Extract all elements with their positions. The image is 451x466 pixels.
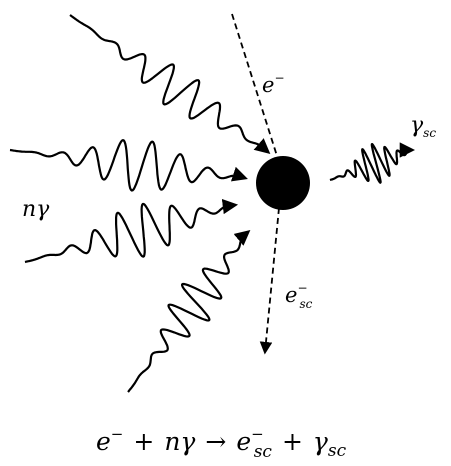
photon-wave-lower <box>127 230 251 393</box>
reaction-equation: e−+nγ→e−sc+γsc <box>96 425 347 462</box>
electron-particle <box>256 156 310 210</box>
photon-wave-middle-low <box>24 198 239 264</box>
label-photon-out: γsc <box>410 113 436 140</box>
photon-waves <box>9 14 416 393</box>
label-electron-out: e−sc <box>285 281 313 311</box>
label-photons-in: nγ <box>22 197 50 222</box>
photon-wave-middle-top <box>9 139 248 192</box>
photon-wave-scattered <box>329 142 416 184</box>
label-electron-in: e− <box>262 71 285 97</box>
scattered-electron-path <box>259 207 280 355</box>
photon-wave-upper <box>69 14 271 155</box>
incoming-electron-path <box>231 13 278 157</box>
